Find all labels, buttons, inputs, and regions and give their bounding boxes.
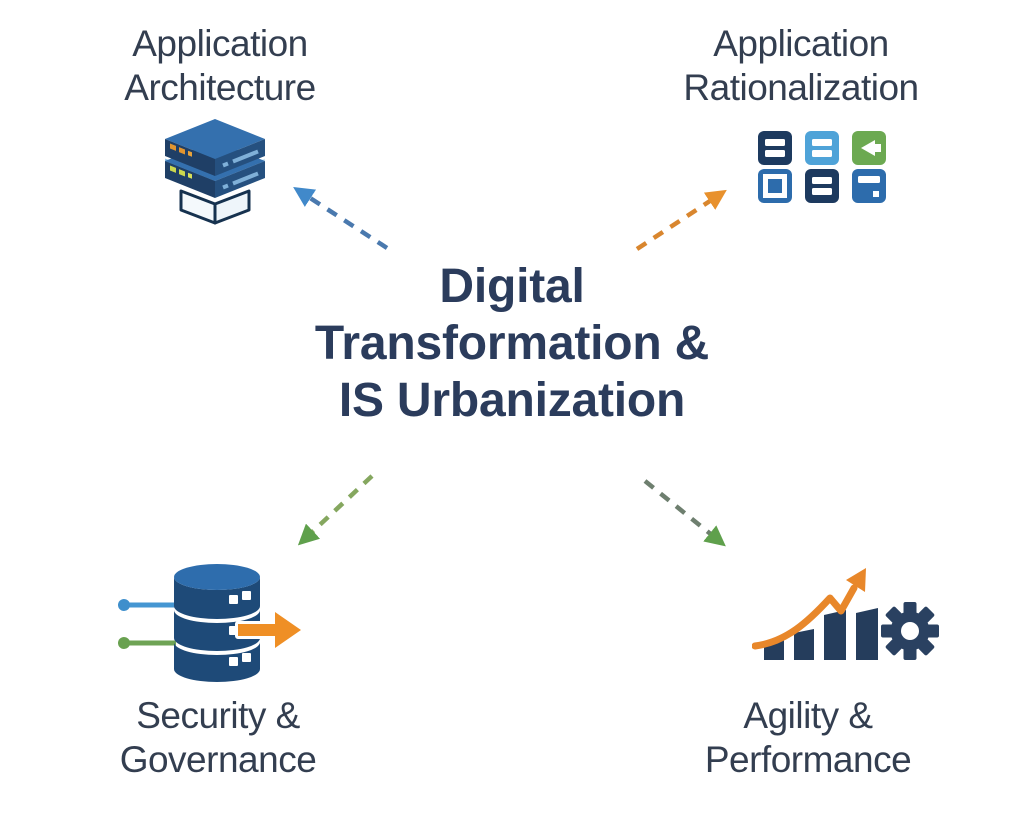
label-application-rationalization: Application Rationalization xyxy=(641,22,961,110)
arrow-to-agility-performance xyxy=(643,479,726,547)
arrow-to-application-architecture xyxy=(293,186,389,250)
label-agility-performance: Agility & Performance xyxy=(648,694,968,782)
growth-chart-gear-icon xyxy=(752,568,939,660)
arrow-to-security-governance xyxy=(297,474,374,546)
title-line-2: Transformation & xyxy=(314,317,710,370)
input-dot-green xyxy=(118,637,130,649)
app-tile-bars-navy2 xyxy=(805,169,839,203)
label-line: Agility & xyxy=(743,695,873,736)
app-tile-save-blue xyxy=(852,169,886,203)
label-line: Governance xyxy=(119,739,317,780)
label-line: Rationalization xyxy=(683,67,919,108)
input-dot-blue xyxy=(118,599,130,611)
app-grid-icon xyxy=(758,131,886,203)
title-line-3: IS Urbanization xyxy=(338,374,686,427)
page-title: Digital Transformation & IS Urbanization xyxy=(0,258,1024,429)
label-line: Architecture xyxy=(124,67,316,108)
arrow-to-application-rationalization xyxy=(635,189,727,251)
label-line: Security & xyxy=(136,695,300,736)
server-stack-icon xyxy=(165,119,265,225)
app-tile-arrow-green xyxy=(852,131,886,165)
label-line: Application xyxy=(713,23,889,64)
gear-icon xyxy=(881,602,939,660)
trend-arrow-orange xyxy=(752,584,858,650)
app-tile-bars-navy xyxy=(758,131,792,165)
database-flow-icon xyxy=(118,564,304,682)
label-line: Performance xyxy=(704,739,912,780)
app-tile-bars-lightblue xyxy=(805,131,839,165)
label-application-architecture: Application Architecture xyxy=(60,22,380,110)
title-line-1: Digital xyxy=(439,260,585,313)
output-arrow-orange xyxy=(235,609,304,651)
label-security-governance: Security & Governance xyxy=(58,694,378,782)
label-line: Application xyxy=(132,23,308,64)
app-tile-square-blue xyxy=(758,169,792,203)
